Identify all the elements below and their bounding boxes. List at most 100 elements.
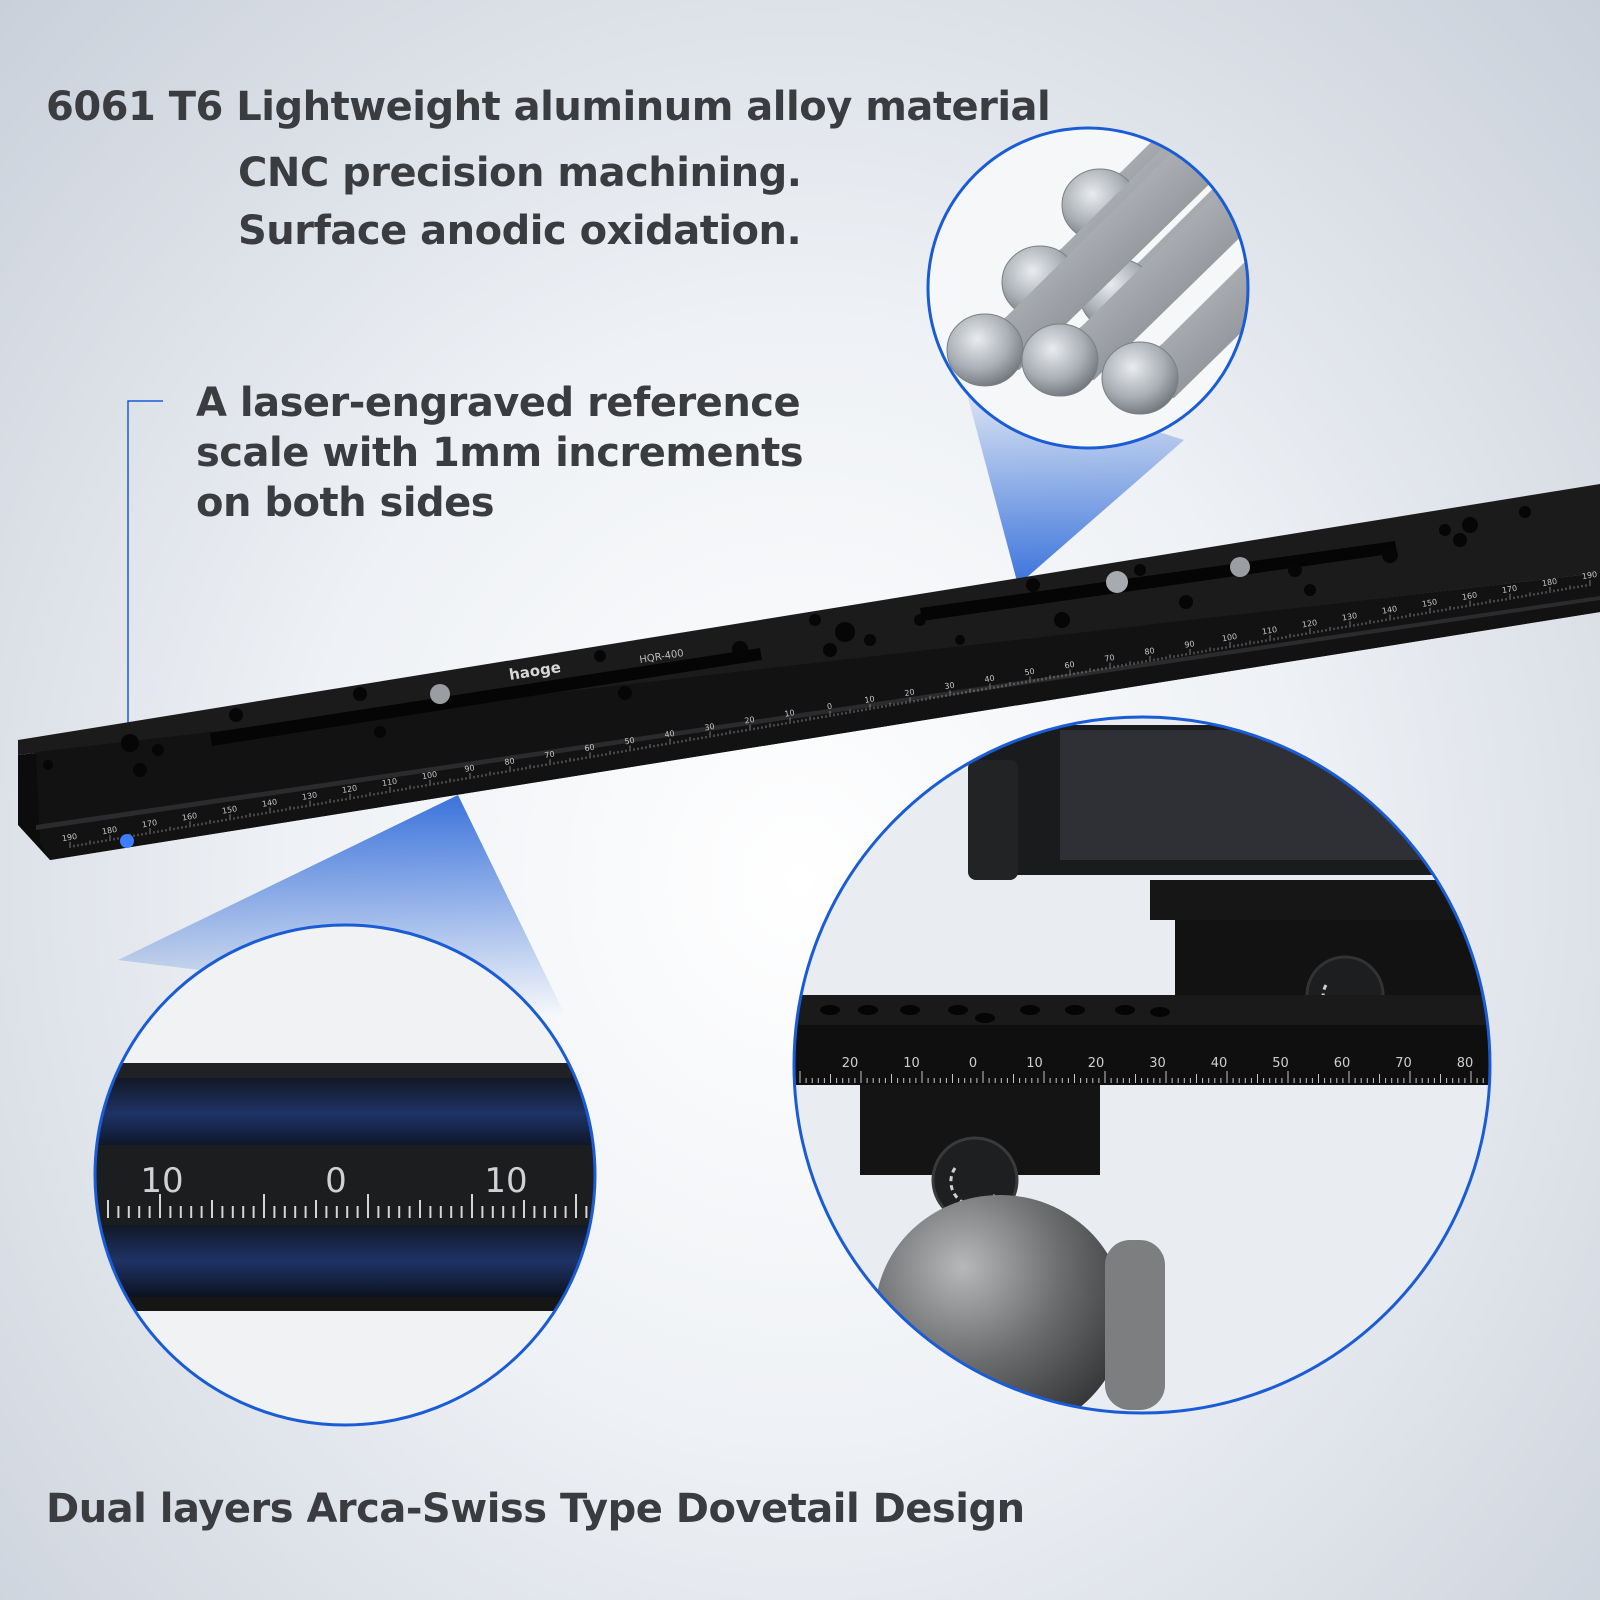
zoom-circle-dovetail xyxy=(792,715,1492,1415)
arca-rail: haoge HQR-400 19018017016015014013012011… xyxy=(18,484,1600,860)
rail-scale-label: 130 xyxy=(301,790,318,801)
rail-hole xyxy=(1462,517,1478,533)
rail-hole xyxy=(121,734,139,752)
rail-hole xyxy=(152,744,164,756)
rail-scale-label: 110 xyxy=(1261,625,1278,636)
rod-end xyxy=(1021,323,1099,397)
mount-scale-label: 10 xyxy=(1026,1056,1043,1071)
rail-scale-label: 160 xyxy=(1461,590,1478,601)
rail-hole xyxy=(858,1005,878,1015)
rail-slot xyxy=(920,541,1397,621)
rod-end xyxy=(1101,341,1179,415)
rail-hole xyxy=(1020,1005,1040,1015)
aluminum-rods-zoom xyxy=(928,128,1248,448)
mount-scale-label: 40 xyxy=(1211,1056,1228,1071)
rail-hole xyxy=(1134,564,1146,576)
rail-hole xyxy=(594,650,606,662)
rail-hole xyxy=(618,686,632,700)
mount-scale-label: 50 xyxy=(1272,1056,1289,1071)
mount-scale-label: 30 xyxy=(1149,1056,1166,1071)
rail-hole xyxy=(353,687,367,701)
rod-end xyxy=(946,313,1024,387)
rail-slot xyxy=(210,648,762,746)
rail-hole xyxy=(374,726,386,738)
rail-scale-label: 80 xyxy=(1144,646,1156,657)
dovetail-headline: Dual layers Arca-Swiss Type Dovetail Des… xyxy=(46,1486,1025,1532)
rail-hole xyxy=(229,708,243,722)
rail-scale-label: 30 xyxy=(944,681,956,692)
scale-leader-line xyxy=(127,400,163,840)
aluminum-rod xyxy=(1066,128,1248,225)
rail-scale-label: 30 xyxy=(704,722,716,733)
scale-closeup-zoom: 10 0 10 xyxy=(95,925,595,1425)
mount-scale-label: 0 xyxy=(969,1056,977,1071)
rail-scale-label: 40 xyxy=(984,674,996,685)
rail-scale-label: 70 xyxy=(544,749,556,760)
aluminum-rod xyxy=(1106,128,1248,398)
rail-scale-label: 150 xyxy=(221,804,238,815)
mount-scale-label: 70 xyxy=(1395,1056,1412,1071)
rail-hole xyxy=(975,1013,995,1023)
callout-dot xyxy=(120,834,134,848)
rail-hole xyxy=(835,622,855,642)
zoom-scale-label: 0 xyxy=(325,1161,347,1201)
rail-hole xyxy=(1179,595,1193,609)
rail-scale-label: 70 xyxy=(1104,653,1116,664)
rail-hole xyxy=(955,635,965,645)
rail-scale-label: 170 xyxy=(141,818,158,829)
rail-hole xyxy=(1026,578,1040,592)
rail-scale-label: 170 xyxy=(1501,584,1518,595)
rail-scale-label: 190 xyxy=(1581,570,1598,581)
rail-hole xyxy=(1453,533,1467,547)
scale-headline-line-3: on both sides xyxy=(196,480,495,526)
rail-hole xyxy=(1115,1005,1135,1015)
mount-scale-label: 20 xyxy=(842,1056,859,1071)
zoom-scale-label: 10 xyxy=(484,1161,527,1201)
zoom-circle-material xyxy=(926,126,1250,450)
rail-hole xyxy=(914,614,926,626)
rail-scale-label: 190 xyxy=(61,832,78,843)
rail-hole xyxy=(1304,584,1316,596)
rail-scale-label: 120 xyxy=(1301,618,1318,629)
cnc-headline: CNC precision machining. xyxy=(238,150,802,196)
aluminum-rod xyxy=(1026,128,1248,380)
rail-hole xyxy=(1382,547,1398,563)
mounting-screw xyxy=(1106,571,1128,593)
rail-scale-label: 150 xyxy=(1421,597,1438,608)
ball-head xyxy=(875,1195,1125,1413)
scale-headline-line-2: scale with 1mm increments xyxy=(196,430,804,476)
rail-hole xyxy=(1439,524,1451,536)
mount-scale-label: 80 xyxy=(1457,1056,1474,1071)
rail-scale-label: 100 xyxy=(1221,632,1238,643)
mounting-screw xyxy=(1230,557,1250,577)
rail-hole xyxy=(823,643,837,657)
rail-scale-label: 0 xyxy=(826,702,833,712)
mount-scale-label: 60 xyxy=(1334,1056,1351,1071)
rail-hole xyxy=(948,1005,968,1015)
rail-hole xyxy=(900,1005,920,1015)
rail-scale-label: 50 xyxy=(1024,667,1036,678)
rail-scale-label: 60 xyxy=(1064,660,1076,671)
rail-hole xyxy=(1288,563,1302,577)
rail-scale-label: 80 xyxy=(504,756,516,767)
mounting-screw xyxy=(430,684,450,704)
surface-headline: Surface anodic oxidation. xyxy=(238,208,802,254)
rail-hole xyxy=(864,634,876,646)
rail-hole xyxy=(1519,506,1531,518)
rail-scale-label: 140 xyxy=(1381,604,1398,615)
rail-hole xyxy=(1054,612,1070,628)
rail-hole xyxy=(732,641,748,657)
rail-scale-label: 160 xyxy=(181,811,198,822)
rail-hole xyxy=(43,760,53,770)
rail-scale-label: 180 xyxy=(101,825,118,836)
rail-scale-label: 140 xyxy=(261,797,278,808)
rail-scale-label: 40 xyxy=(664,729,676,740)
zoom-circle-scale xyxy=(93,923,597,1427)
rail-scale-label: 110 xyxy=(381,777,398,788)
rail-scale-label: 10 xyxy=(864,694,876,705)
rail-hole xyxy=(809,614,821,626)
rail-hole xyxy=(1150,1007,1170,1017)
rail-scale-label: 180 xyxy=(1541,577,1558,588)
